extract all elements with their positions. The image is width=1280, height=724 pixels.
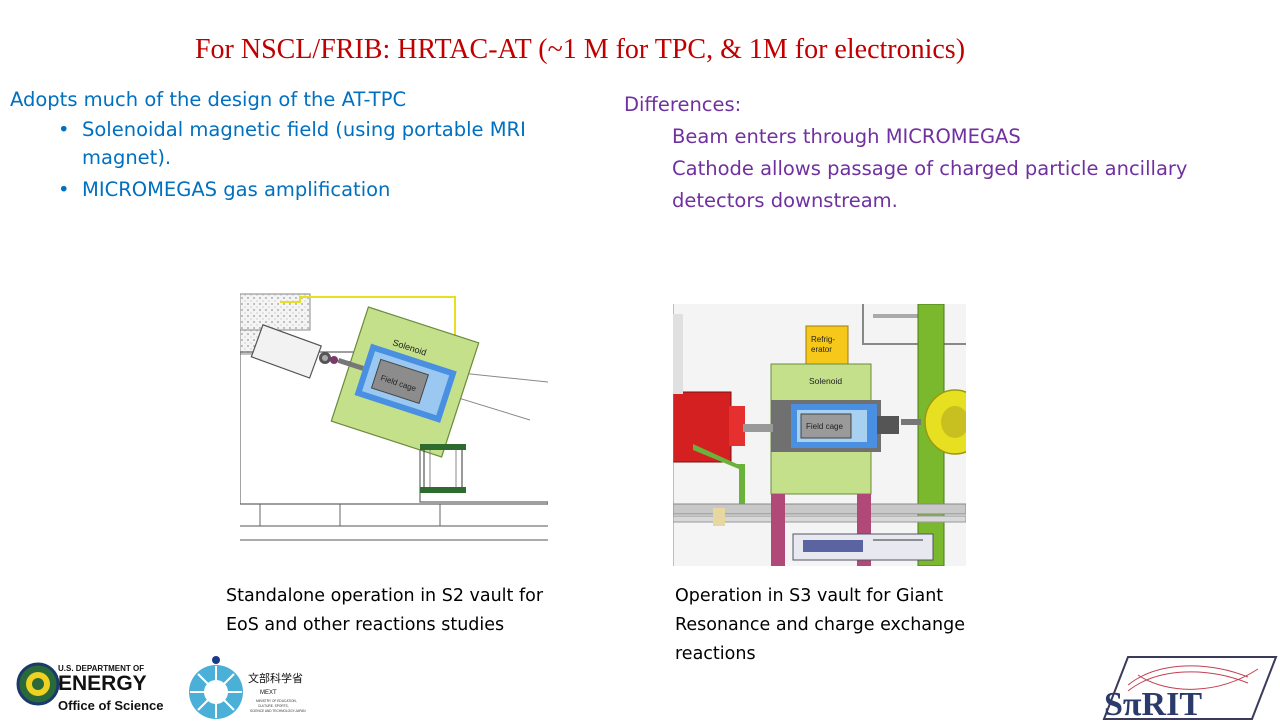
caption-line: reactions (675, 644, 756, 664)
mext-sub1: MINISTRY OF EDUCATION, (256, 699, 297, 703)
mext-logo: 文部科学省 MEXT MINISTRY OF EDUCATION, CULTUR… (184, 656, 324, 720)
refrigerator-label-2: erator (811, 345, 832, 354)
mext-sub3: SCIENCE AND TECHNOLOGY-JAPAN (250, 709, 306, 713)
bullet-marker: • (58, 178, 70, 201)
caption-line: Standalone operation in S2 vault for (226, 586, 544, 606)
caption-s2-vault: Standalone operation in S2 vault for EoS… (226, 582, 606, 640)
mext-kanji: 文部科学省 (248, 671, 303, 685)
bullet-text: MICROMEGAS gas amplification (82, 178, 391, 201)
difference-item-cathode: Cathode allows passage of charged partic… (672, 157, 1188, 212)
left-heading: Adopts much of the design of the AT-TPC (10, 88, 407, 111)
right-heading: Differences: (624, 93, 742, 116)
figure-s2-vault: Solenoid Field cage (240, 242, 548, 552)
refrigerator-label-1: Refrig- (811, 335, 835, 344)
refrigerator-box (805, 325, 849, 365)
slide-title: For NSCL/FRIB: HRTAC-AT (~1 M for TPC, &… (194, 34, 966, 65)
support-pillar-left (771, 494, 785, 566)
right-text-block: Differences: Beam enters through MICROME… (624, 89, 1264, 217)
bullet-text: Solenoidal magnetic field (using portabl… (82, 118, 526, 169)
spirit-frame-icon (1102, 656, 1278, 720)
s2-vault-drawing: Solenoid Field cage (240, 242, 548, 552)
caption-s3-vault: Operation in S3 vault for Giant Resonanc… (675, 582, 1055, 669)
doe-office-of-science-logo: U.S. DEPARTMENT OF ENERGY Office of Scie… (14, 660, 184, 716)
caption-line: Resonance and charge exchange (675, 615, 965, 635)
s3-vault-drawing: Refrig- erator Solenoid Field cage (673, 304, 966, 566)
spirit-text: SπRIT (1104, 686, 1202, 720)
beam-housing (250, 324, 322, 379)
mext-sub2: CULTURE, SPORTS, (258, 704, 289, 708)
mext-name: MEXT (260, 690, 277, 696)
spirit-logo: SπRIT (1098, 655, 1278, 723)
caption-line: EoS and other reactions studies (226, 615, 505, 635)
bullet-item-micromegas: • MICROMEGAS gas amplification (58, 176, 570, 204)
difference-item-beam: Beam enters through MICROMEGAS (672, 125, 1021, 148)
doe-line1: U.S. DEPARTMENT OF (58, 664, 144, 673)
bullet-item-solenoid: • Solenoidal magnetic field (using portab… (58, 116, 570, 172)
solenoid-label: Solenoid (809, 376, 842, 386)
doe-line2: ENERGY (58, 672, 147, 695)
left-text-block: Adopts much of the design of the AT-TPC … (10, 85, 570, 208)
doe-line3: Office of Science (58, 698, 163, 713)
left-bullet-list: • Solenoidal magnetic field (using portab… (10, 116, 570, 204)
figure-s3-vault: Refrig- erator Solenoid Field cage (673, 304, 966, 566)
caption-line: Operation in S3 vault for Giant (675, 586, 944, 606)
field-cage-label: Field cage (806, 422, 843, 431)
bullet-marker: • (58, 118, 70, 141)
